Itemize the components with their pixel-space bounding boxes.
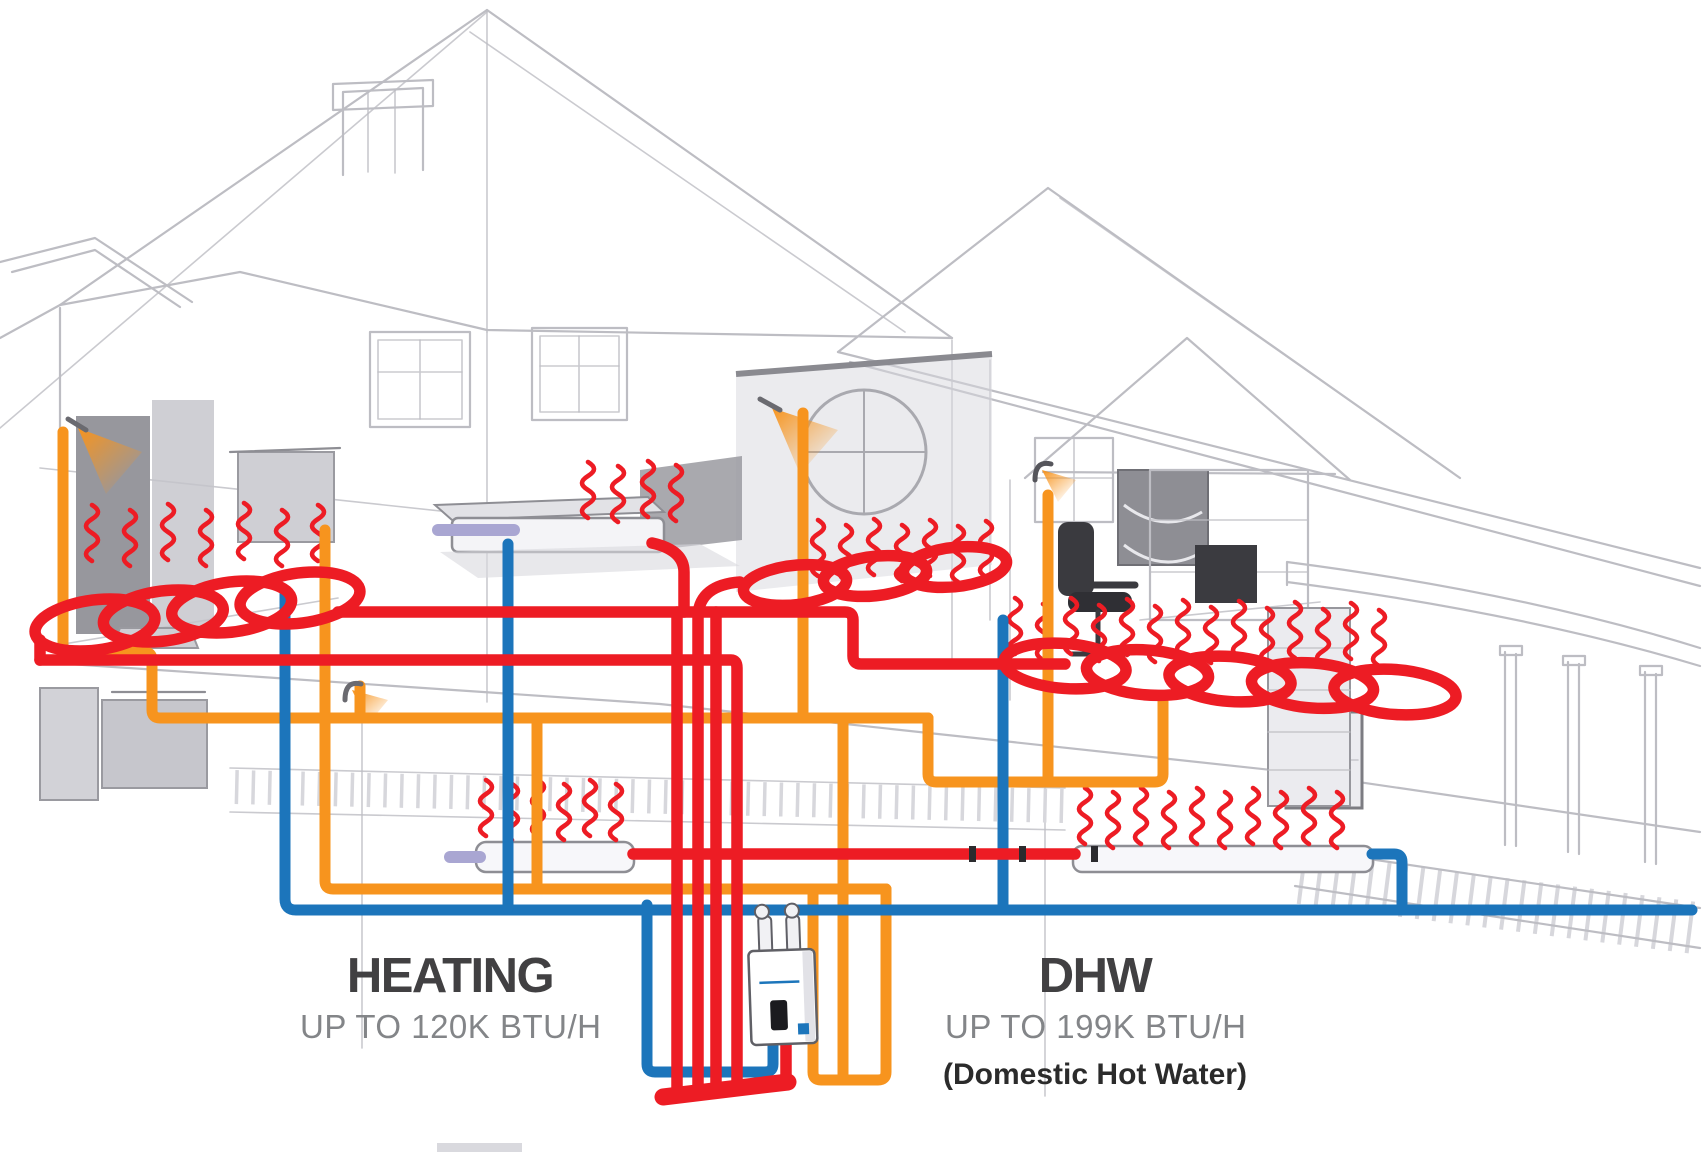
dhw-lower-run (319, 712, 892, 895)
dhw-subtitle: UP TO 199K BTU/H (945, 1008, 1247, 1045)
heating-subtitle: UP TO 120K BTU/H (300, 1008, 602, 1045)
sink-faucet-spray-right (1042, 470, 1076, 502)
roof-inner-slope (0, 11, 488, 429)
baseboard-radiator-right (1071, 844, 1375, 874)
dhw-note: (Domestic Hot Water) (943, 1058, 1247, 1091)
heat-wave-icon (1219, 792, 1231, 848)
chimney (331, 78, 435, 177)
shower-spray-top-left (78, 428, 142, 494)
dhw-title: DHW (1038, 949, 1153, 1003)
dhw-heater-loop (807, 883, 892, 1086)
heat-wave-icon (1247, 788, 1259, 844)
air-handler-return (646, 537, 690, 618)
porch-roof (1285, 560, 1702, 668)
roof-hip-inner (1059, 197, 1453, 473)
water-heater (747, 902, 819, 1047)
shower-spray-center (772, 408, 838, 474)
vent-pipe-1 (757, 915, 774, 956)
heat-wave-icon (1079, 788, 1091, 844)
cold-return-right-radiator (1366, 848, 1408, 911)
eave-band (58, 270, 954, 340)
vent-cap-1 (753, 903, 770, 920)
heating-manifold (654, 1073, 797, 1106)
shower-head-center (757, 396, 783, 413)
heating-pipes (29, 537, 1462, 1106)
roof-inner-slope-2 (469, 31, 906, 333)
heat-wave-icon (1107, 792, 1119, 848)
office-hutch (1139, 468, 1321, 622)
art-panel-right (1117, 469, 1209, 566)
dhw-pipes (57, 407, 1169, 1086)
kitchen-faucet-spray (352, 690, 388, 724)
roof-gable-right-slope (485, 8, 954, 340)
vent-cap-2 (783, 902, 800, 919)
monitor (1195, 545, 1257, 603)
dormer-left (0, 236, 194, 309)
window-upper-left-2 (530, 326, 629, 422)
heater-logo (797, 1023, 810, 1035)
roof-gable-left-slope (58, 8, 489, 307)
heating-title: HEATING (346, 949, 555, 1003)
water-fixtures (65, 396, 1076, 724)
window-upper-left (368, 330, 472, 429)
heater-body (747, 947, 819, 1047)
radiant-coil-left (29, 566, 366, 657)
heater-side-shade (802, 950, 816, 1042)
heat-wave-icon (1373, 610, 1385, 666)
railing-balusters-center (234, 770, 1066, 823)
pipe-valves (969, 846, 1098, 862)
heat-wave-icon (558, 784, 570, 840)
roof-left-eave (0, 303, 62, 340)
radiant-coil-center (737, 540, 1013, 612)
railing-balusters-porch (1296, 852, 1699, 954)
bathroom-vanity-left (228, 446, 342, 543)
porch-columns (1498, 644, 1664, 866)
heat-wave-icon (584, 780, 596, 836)
cold-main-run (279, 586, 1698, 916)
cold-heater-feed (641, 899, 779, 1078)
railing-rails-center (229, 767, 1066, 831)
heat-wave-icon (1163, 792, 1175, 848)
heat-wave-icon (1191, 788, 1203, 844)
heat-wave-icon (1177, 600, 1189, 656)
shower-head-top-left (65, 416, 89, 433)
air-handler-back-panel (640, 456, 742, 552)
heating-main-lower (34, 654, 743, 1094)
sink-faucet-right (1032, 460, 1054, 483)
bottom-crop-artifact (437, 1143, 522, 1152)
radiant-coil-right (998, 637, 1462, 721)
baseboard-radiator-left (474, 840, 636, 874)
heating-main-upper (332, 606, 1071, 670)
kitchen-faucet (342, 680, 364, 703)
heating-drop-2 (692, 576, 746, 1096)
heater-brand-line (759, 980, 800, 985)
heat-wave-icon (1135, 788, 1147, 844)
vent-pipe-2 (785, 914, 802, 955)
heater-display (770, 999, 788, 1031)
house-sketch (0, 8, 1702, 1097)
